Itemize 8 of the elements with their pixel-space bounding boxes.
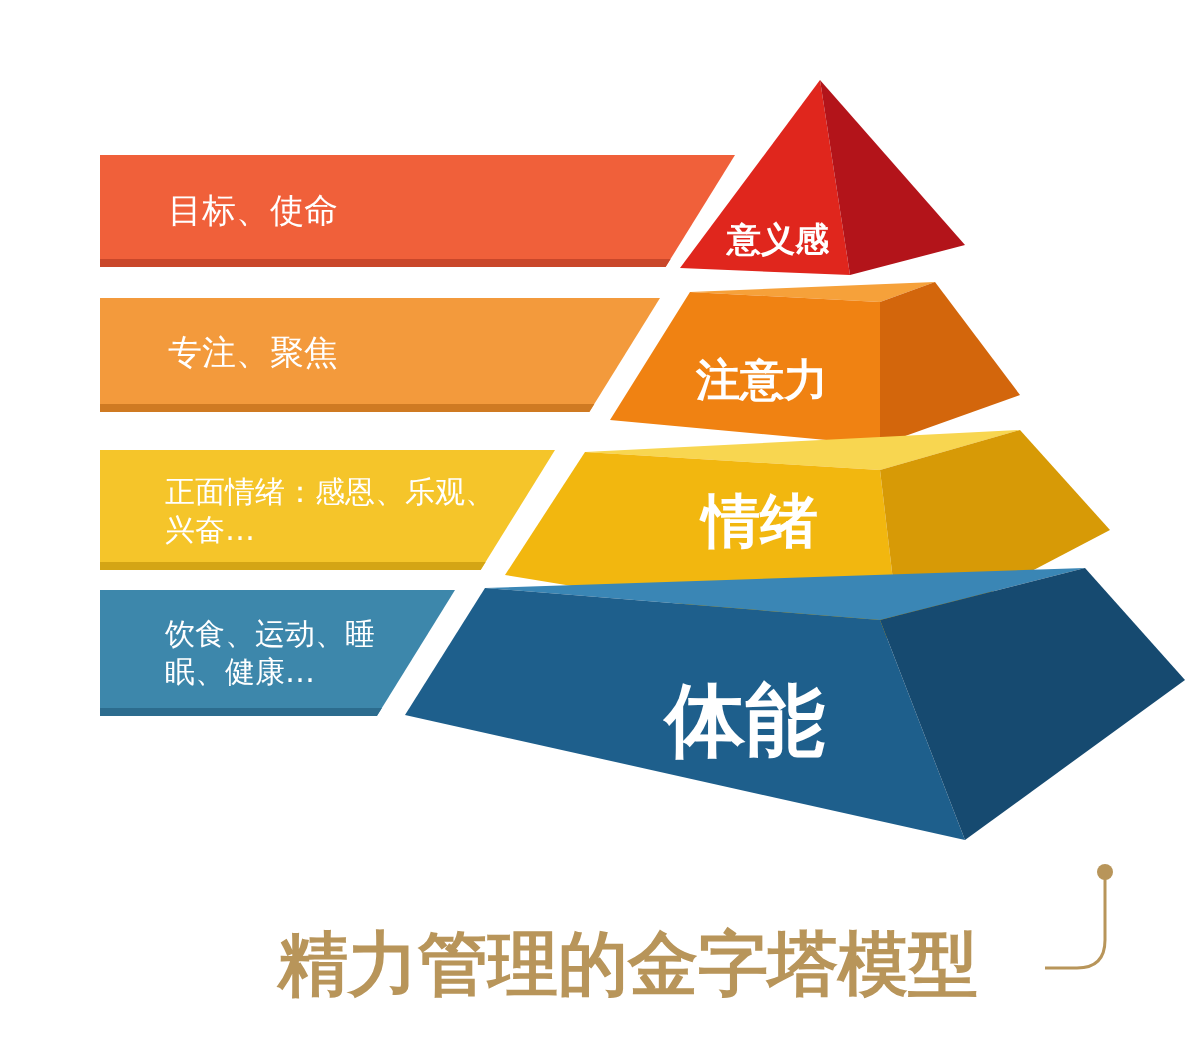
description-text: 目标、使命	[168, 188, 339, 232]
description-text: 饮食、运动、睡眠、健康…	[165, 614, 376, 690]
level-label: 体能	[665, 673, 825, 769]
description-text: 正面情绪：感恩、乐观、兴奋…	[165, 472, 495, 548]
level-label: 意义感	[727, 218, 829, 261]
caption: 精力管理的金字塔模型	[278, 922, 978, 1007]
level-label: 注意力	[696, 352, 828, 407]
description-text: 专注、聚焦	[168, 330, 339, 374]
